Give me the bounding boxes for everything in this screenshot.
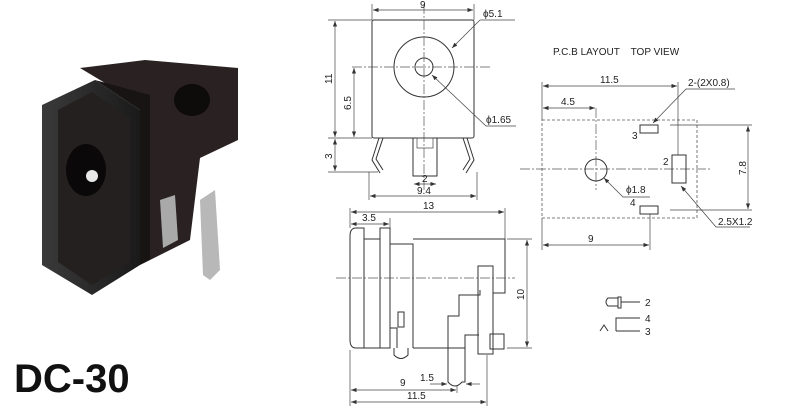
front-view-drawing xyxy=(328,4,516,200)
large-pad-size-label: 2.5X1.2 xyxy=(718,217,753,228)
product-photo xyxy=(42,60,238,295)
height-label: 11 xyxy=(324,73,335,84)
side-height-label: 10 xyxy=(516,288,527,300)
inner-diameter-label: ϕ1.65 xyxy=(486,115,512,126)
pcb-bottom-width-label: 9 xyxy=(588,234,594,245)
schematic-symbol xyxy=(599,296,640,332)
schematic-pin-4-label: 4 xyxy=(645,314,651,325)
pad-2-label: 2 xyxy=(663,157,669,168)
center-height-label: 6.5 xyxy=(343,96,354,110)
pin-position-label: 9 xyxy=(400,378,406,389)
hole-diameter-label: ϕ1.8 xyxy=(626,185,646,196)
schematic-pin-2-label: 2 xyxy=(645,298,651,309)
pcb-layout-title: P.C.B LAYOUT TOP VIEW xyxy=(553,47,680,58)
leg-span-label: 9.4 xyxy=(417,186,431,197)
pin-width-side-label: 1.5 xyxy=(420,373,434,384)
total-length-label: 11.5 xyxy=(407,391,426,402)
outer-diameter-label: ϕ5.1 xyxy=(483,9,503,20)
small-pad-size-label: 2-(2X0.8) xyxy=(688,78,730,89)
leg-length-label: 3 xyxy=(324,153,335,159)
pad-spacing-label: 7.8 xyxy=(738,161,749,175)
pad-4-label: 4 xyxy=(630,198,636,209)
front-width-label: 9 xyxy=(420,0,426,11)
pad-3-label: 3 xyxy=(632,131,638,142)
side-length-label: 13 xyxy=(423,201,435,212)
pcb-layout-drawing xyxy=(520,82,752,250)
pcb-width-label: 11.5 xyxy=(600,75,619,86)
pin-width-label: 2 xyxy=(422,174,428,185)
flange-label: 3.5 xyxy=(362,213,376,224)
schematic-pin-3-label: 3 xyxy=(645,327,651,338)
model-title: DC-30 xyxy=(14,357,130,401)
hole-offset-label: 4.5 xyxy=(561,97,575,108)
side-view-drawing xyxy=(336,208,532,406)
